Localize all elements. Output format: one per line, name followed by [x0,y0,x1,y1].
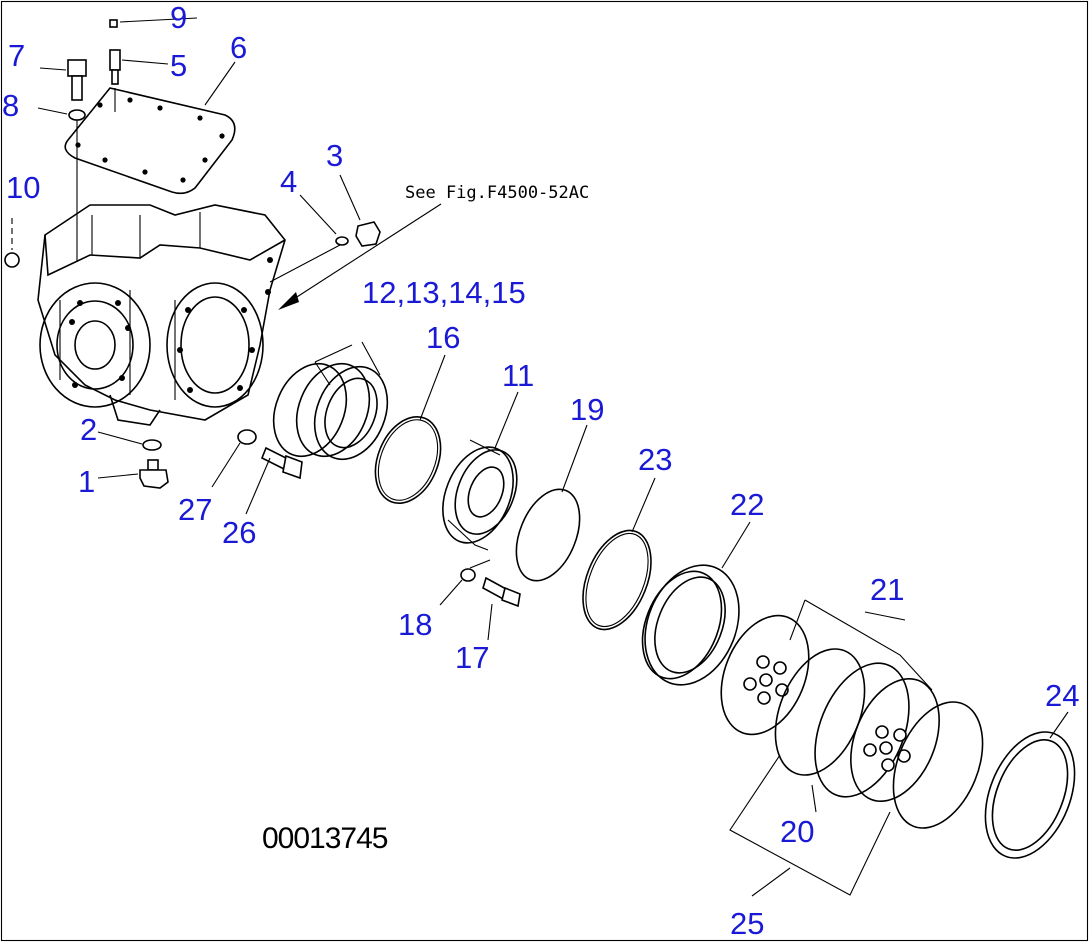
callout-8: 8 [2,88,19,123]
o-ring-19 [515,488,581,582]
bolt-17 [482,576,521,608]
o-ring-23 [582,529,652,631]
bracket-25 [729,754,891,896]
callout-24: 24 [1045,678,1079,713]
callout-1: 1 [78,464,95,499]
callout-10: 10 [6,170,40,205]
callout-26: 26 [222,515,256,550]
washer-8 [68,109,86,121]
illustration-number: 00013745 [262,822,388,855]
callout-12-15: 12,13,14,15 [362,275,526,310]
bolt-7 [67,59,87,101]
washer-18 [460,568,476,582]
callout-23: 23 [638,442,672,477]
washer-27 [237,429,257,445]
callout-7: 7 [8,38,25,73]
callout-9: 9 [170,0,187,35]
shim-pack-12-15 [272,341,389,461]
plug-10 [4,218,20,268]
callout-22: 22 [730,487,764,522]
callout-4: 4 [280,164,297,199]
callout-21: 21 [870,572,904,607]
see-figure-note: See Fig.F4500-52AC [405,183,589,203]
callout-17: 17 [455,640,489,675]
cap-9 [109,19,118,28]
callout-2: 2 [80,412,97,447]
callout-25: 25 [730,906,764,941]
callout-11: 11 [502,358,534,393]
o-ring-4 [335,236,349,246]
retainer-24 [984,731,1076,859]
drain-plug-1 [139,459,169,489]
cover-plate [64,87,236,195]
callout-19: 19 [570,392,604,427]
breather-5 [109,49,121,85]
o-ring-2 [142,439,162,451]
callout-16: 16 [426,320,460,355]
bolt-26 [260,446,303,480]
callout-27: 27 [178,492,212,527]
leader-lines [37,17,1069,897]
axle-housing [37,204,286,426]
disc-pack-21 [720,599,984,829]
o-ring-16 [374,415,442,505]
plate-22 [641,564,740,686]
piston-11 [442,439,518,551]
callout-20: 20 [780,814,814,849]
plug-3 [355,221,381,247]
callout-5: 5 [170,48,187,83]
callout-3: 3 [326,138,343,173]
callout-6: 6 [230,30,247,65]
callout-18: 18 [398,607,432,642]
